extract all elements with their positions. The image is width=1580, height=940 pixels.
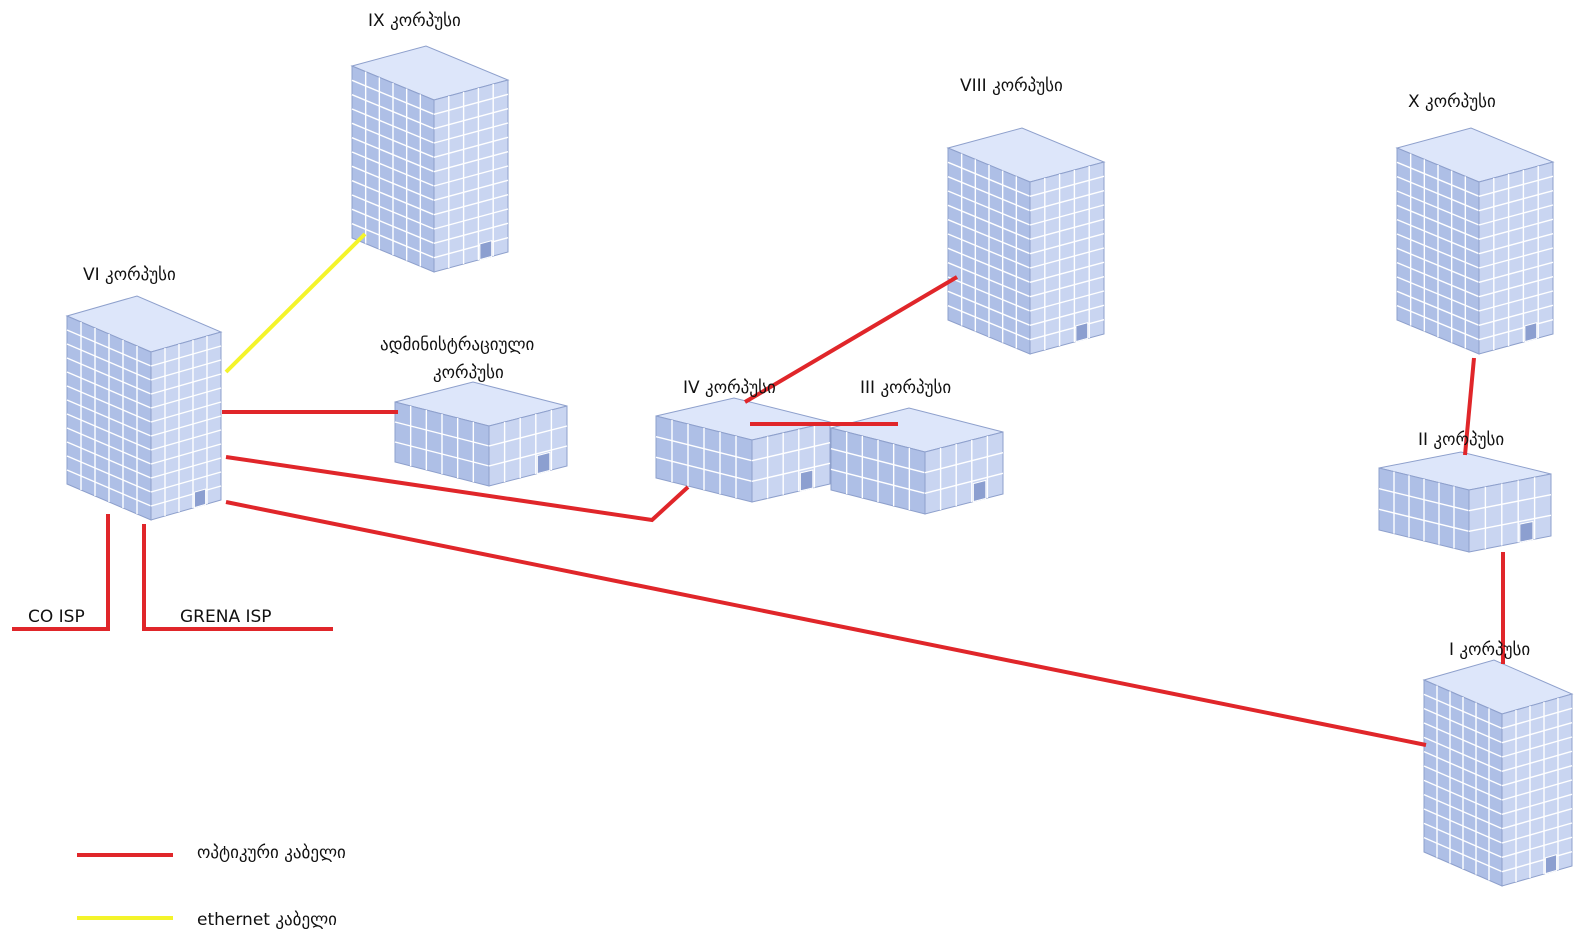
- building-door-icon: [536, 451, 551, 475]
- link-vi-ix-ethernet: [224, 232, 367, 374]
- building-door-icon: [1524, 321, 1538, 343]
- link-vi-grena-isp: [142, 524, 333, 631]
- building-iv: [655, 397, 831, 503]
- building-door-icon: [193, 488, 207, 509]
- link-vi-iv: [225, 455, 690, 523]
- building-door-icon: [1519, 520, 1534, 543]
- buildings-layer: [65, 45, 1574, 887]
- label-building-ix: IX კორპუსი: [368, 11, 461, 31]
- building-ii: [1378, 451, 1552, 553]
- building-door-icon: [972, 479, 987, 503]
- building-door-icon: [799, 469, 814, 492]
- labels-layer: IX კორპუსი VIII კორპუსი X კორპუსი VI კორ…: [28, 11, 1530, 660]
- legend-optic-label: ოპტიკური კაბელი: [197, 843, 346, 863]
- legend-ethernet-label: ethernet კაბელი: [197, 910, 337, 930]
- building-admin: [394, 381, 568, 487]
- link-iv-viii: [743, 275, 959, 404]
- label-building-admin-line1: ადმინისტრაციული: [380, 335, 534, 355]
- building-door-icon: [1544, 853, 1558, 875]
- link-vi-i: [225, 500, 1427, 747]
- label-building-vi: VI კორპუსი: [83, 265, 176, 285]
- building-x: [1395, 127, 1555, 355]
- label-building-i: I კორპუსი: [1449, 640, 1530, 660]
- link-vi-co-isp: [12, 514, 110, 631]
- label-building-viii: VIII კორპუსი: [960, 76, 1063, 96]
- legend: ოპტიკური კაბელი ethernet კაბელი: [77, 843, 346, 930]
- building-viii: [946, 127, 1106, 355]
- label-building-x: X კორპუსი: [1408, 92, 1496, 112]
- building-ix: [350, 45, 510, 273]
- building-i: [1422, 659, 1574, 887]
- label-co-isp: CO ISP: [28, 607, 85, 627]
- label-grena-isp: GRENA ISP: [180, 607, 272, 627]
- label-building-iv: IV კორპუსი: [683, 378, 776, 398]
- building-door-icon: [479, 239, 493, 261]
- label-building-ii: II კორპუსი: [1418, 430, 1504, 450]
- link-x-ii: [1463, 357, 1476, 456]
- building-iii: [830, 407, 1004, 515]
- label-building-admin-line2: კორპუსი: [433, 363, 504, 383]
- building-vi: [65, 295, 223, 521]
- building-door-icon: [1075, 321, 1089, 343]
- label-building-iii: III კორპუსი: [860, 378, 951, 398]
- links-layer: [12, 232, 1505, 747]
